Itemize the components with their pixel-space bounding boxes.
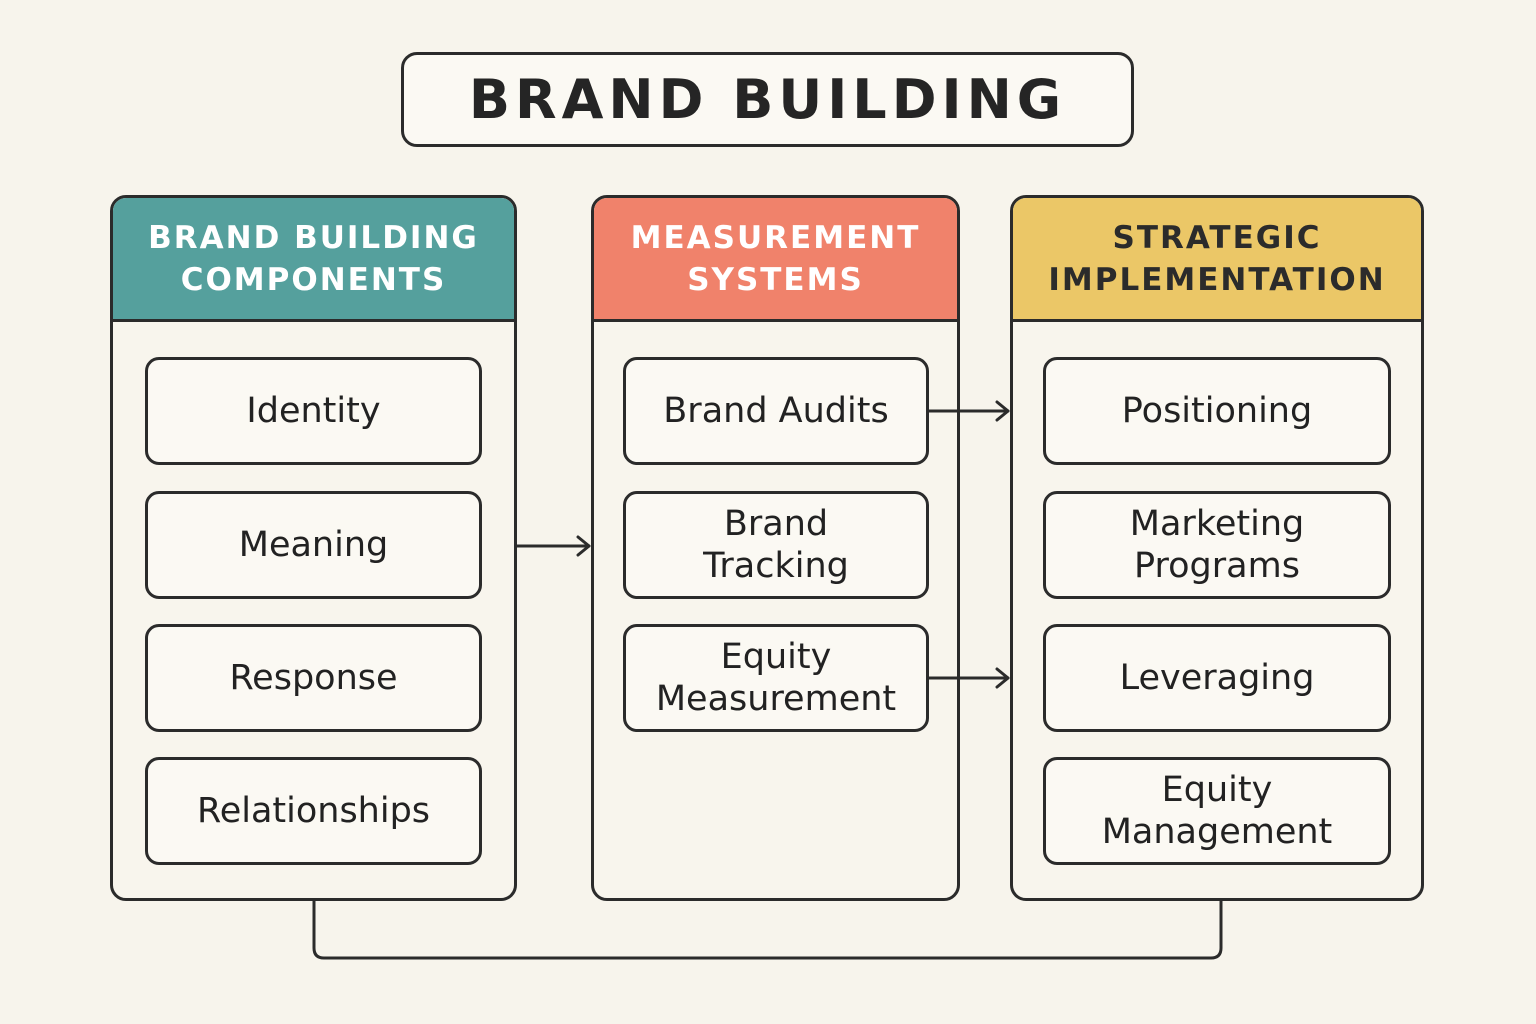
column-header-implementation: STRATEGIC IMPLEMENTATION (1013, 198, 1421, 322)
item-positioning: Positioning (1043, 357, 1391, 465)
item-meaning: Meaning (145, 491, 482, 599)
item-response: Response (145, 624, 482, 732)
item-label: Brand Tracking (703, 504, 849, 586)
feedback-loop-connector (312, 899, 1223, 960)
item-label: Meaning (238, 525, 389, 565)
item-label: Equity Measurement (655, 637, 897, 719)
item-equity-measurement: Equity Measurement (623, 624, 929, 732)
item-brand-audits: Brand Audits (623, 357, 929, 465)
item-label: Brand Audits (663, 391, 889, 431)
arrow-components-to-measurement (515, 535, 591, 557)
item-label: Equity Management (1101, 770, 1333, 852)
column-title-implementation: STRATEGIC IMPLEMENTATION (1048, 219, 1386, 298)
item-leveraging: Leveraging (1043, 624, 1391, 732)
item-label: Marketing Programs (1129, 504, 1305, 586)
column-header-measurement: MEASUREMENT SYSTEMS (594, 198, 957, 322)
item-marketing-programs: Marketing Programs (1043, 491, 1391, 599)
item-label: Response (229, 658, 398, 698)
item-brand-tracking: Brand Tracking (623, 491, 929, 599)
item-identity: Identity (145, 357, 482, 465)
column-header-components: BRAND BUILDING COMPONENTS (113, 198, 514, 322)
diagram-title-box: BRAND BUILDING (401, 52, 1134, 147)
diagram-title: BRAND BUILDING (468, 68, 1067, 131)
column-title-measurement: MEASUREMENT SYSTEMS (630, 219, 921, 298)
item-label: Identity (246, 391, 381, 431)
item-label: Positioning (1121, 391, 1313, 431)
column-title-components: BRAND BUILDING COMPONENTS (148, 219, 479, 298)
item-label: Relationships (196, 791, 431, 831)
item-equity-management: Equity Management (1043, 757, 1391, 865)
item-label: Leveraging (1119, 658, 1315, 698)
item-relationships: Relationships (145, 757, 482, 865)
